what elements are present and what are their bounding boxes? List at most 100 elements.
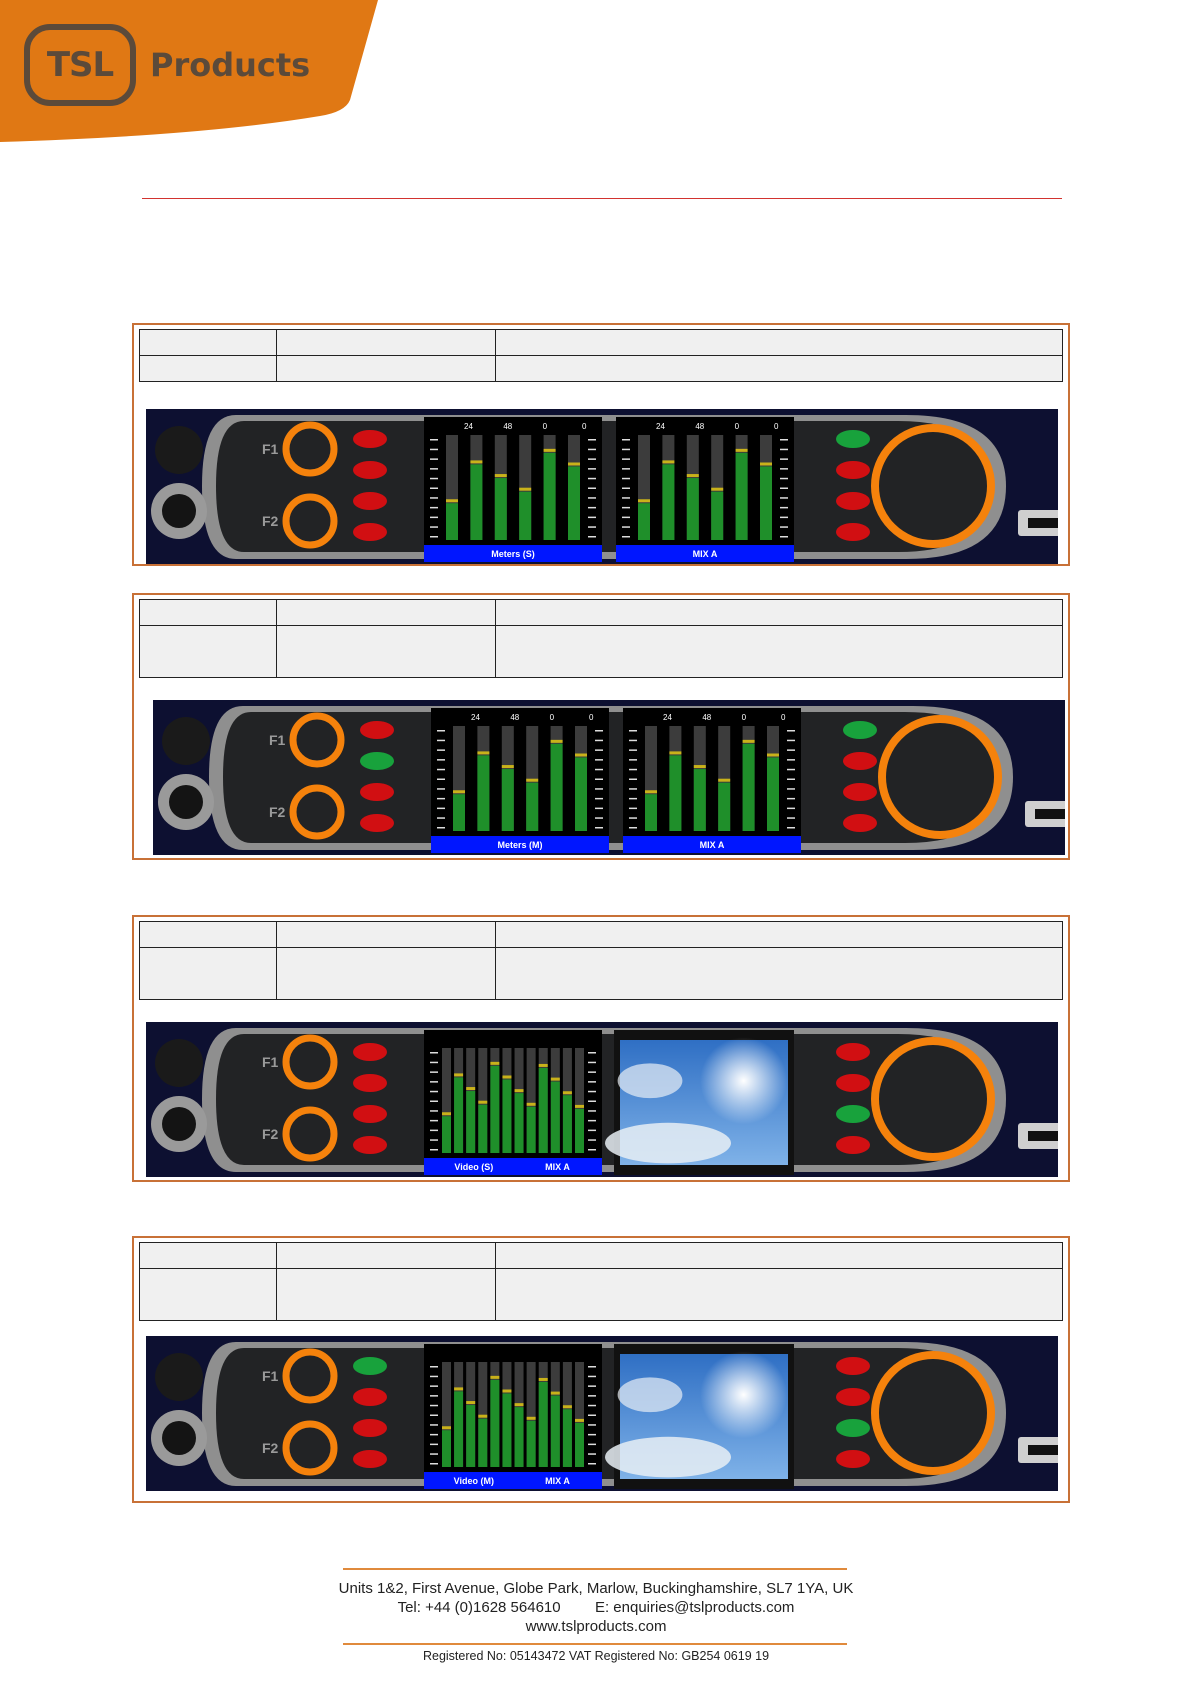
scale-tick [595, 807, 603, 810]
meter-peak [502, 1075, 512, 1079]
meter-bar-level [562, 1409, 572, 1467]
scale-tick [430, 487, 438, 489]
video-cloud [605, 1436, 731, 1478]
scale-tick [629, 768, 637, 771]
footer-registered: Registered No: 05143472 VAT Registered N… [422, 1649, 770, 1663]
meter-peak [501, 765, 514, 769]
scale-tick [588, 477, 596, 480]
scale-tick [430, 1061, 438, 1064]
status-led-right-2 [836, 1074, 870, 1092]
scale-tick [595, 739, 603, 742]
video-cloud [605, 1122, 731, 1164]
scale-tick [787, 788, 795, 790]
footer-tel: Tel: +44 (0)1628 564610 [397, 1599, 561, 1616]
meter-bar-bg [575, 1362, 584, 1467]
meter-peak [502, 1389, 512, 1393]
meter-peak [477, 751, 490, 755]
function-label-1: F1 [262, 1054, 279, 1070]
header-logo: TSL Products [0, 0, 380, 145]
meter-peak [550, 1077, 560, 1081]
scale-tick [430, 1433, 438, 1436]
function-label-2: F2 [262, 1440, 279, 1456]
function-label-1: F1 [269, 732, 286, 748]
scale-tick [595, 827, 603, 829]
meter-peak [550, 1391, 560, 1395]
scale-tick [588, 1395, 596, 1397]
scale-tick [595, 797, 603, 800]
scale-tick [595, 768, 603, 771]
scale-tick [588, 1443, 596, 1446]
scale-tick [787, 749, 795, 751]
function-button-1 [282, 1034, 338, 1090]
meter-peak [490, 1061, 500, 1065]
meter-bar-level [662, 464, 675, 540]
scale-tick [430, 1139, 438, 1141]
info-table [139, 329, 1063, 382]
meter-bar-level [767, 757, 779, 831]
scale-tick [780, 506, 788, 509]
scale-tick [787, 759, 795, 761]
meter-caption: Meters (S) [491, 549, 535, 559]
scale-tick [622, 536, 630, 538]
scale-tick [622, 497, 630, 499]
scale-tick [588, 516, 596, 519]
logo-name: Products [150, 46, 311, 84]
meter-bar-level [466, 1405, 476, 1467]
scale-tick [588, 1453, 596, 1455]
meter-peak [562, 1091, 572, 1095]
meter-bar-level [760, 466, 772, 540]
meter-bar-bg [442, 1048, 451, 1153]
scale-tick [787, 739, 795, 742]
scale-tick [588, 1100, 596, 1102]
status-led-left-1 [360, 721, 394, 739]
scale-tick [622, 448, 630, 451]
meter-peak [575, 1418, 584, 1422]
meter-peak [686, 474, 699, 478]
meter-bar-bg [478, 1362, 488, 1467]
scale-tick [622, 487, 630, 489]
usb-slot [1028, 1131, 1058, 1141]
scale-tick [780, 477, 788, 480]
scale-tick [588, 1366, 596, 1368]
meter-bar-level [526, 1420, 536, 1467]
scale-tick [622, 439, 630, 441]
scale-tick [430, 1385, 438, 1387]
scale-tick [629, 739, 637, 742]
scale-tick [629, 817, 637, 819]
meter-bar-level [735, 452, 748, 540]
panel-face [223, 712, 998, 843]
status-led-left-3 [353, 492, 387, 510]
scale-tick [430, 1071, 438, 1073]
meter-bar-level [470, 464, 483, 540]
scale-tick [595, 749, 603, 751]
status-led-right-4 [836, 1136, 870, 1154]
status-led-right-3 [836, 1419, 870, 1437]
meter-bar-level [575, 1422, 584, 1467]
meter-peak [718, 778, 731, 782]
scale-tick [430, 1100, 438, 1102]
function-button-1 [289, 712, 345, 768]
status-led-right-1 [836, 430, 870, 448]
meter-bar-level [519, 491, 532, 540]
meter-caption: Video (S) [454, 1162, 493, 1172]
scale-tick [588, 497, 596, 499]
rotary-knob [878, 715, 1002, 839]
video-sun [700, 1351, 788, 1439]
scale-tick [430, 1463, 438, 1465]
scale-tick [780, 526, 788, 528]
meter-bar-bg [575, 1048, 584, 1153]
scale-tick [588, 1061, 596, 1064]
meter-top-label: 48 [510, 713, 519, 722]
meter-bar-bg [442, 1362, 451, 1467]
meter-top-label: 48 [702, 713, 711, 722]
function-label-2: F2 [262, 1126, 279, 1142]
footer-email: E: enquiries@tslproducts.com [594, 1599, 795, 1616]
meter-top-label: 24 [464, 422, 473, 431]
scale-tick [629, 730, 637, 732]
scale-tick [780, 468, 788, 470]
status-led-right-1 [836, 1043, 870, 1061]
